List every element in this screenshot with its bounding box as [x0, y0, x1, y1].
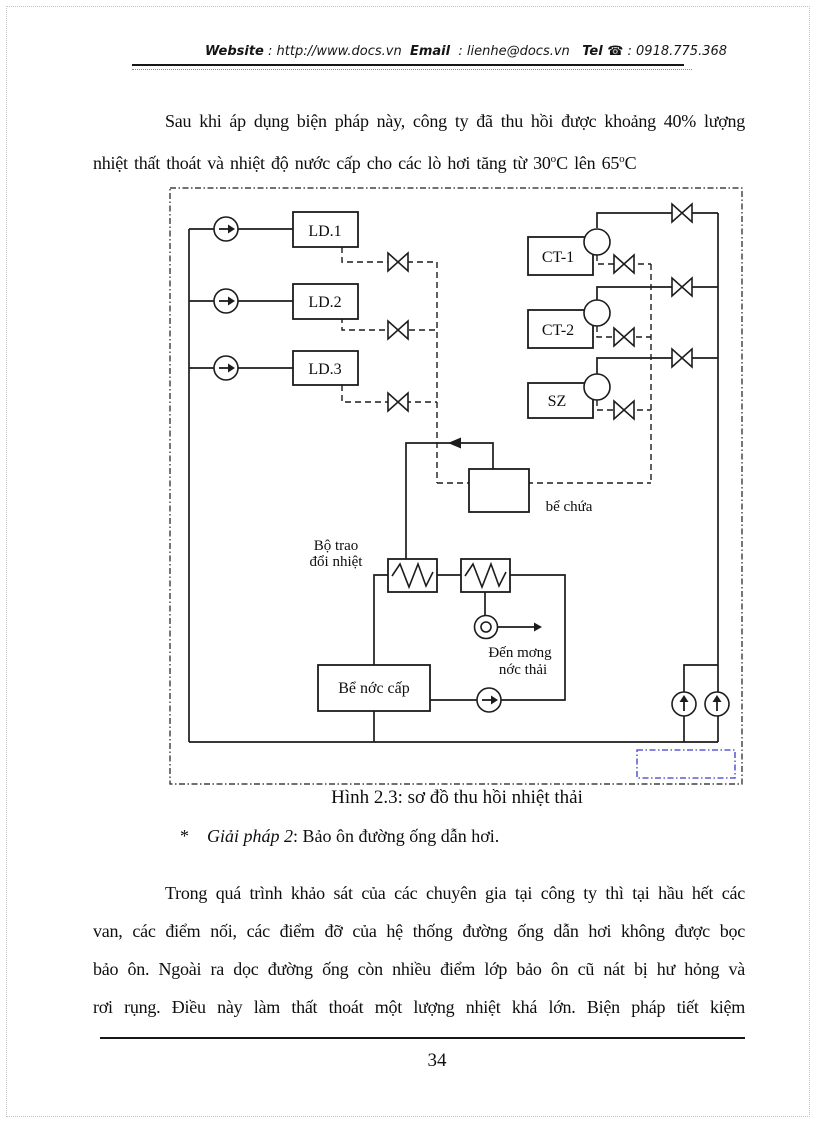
- footer-rule: [100, 1037, 745, 1039]
- equipment-boxes: [292, 211, 594, 712]
- pump-icon: [213, 288, 239, 314]
- ld1-label: LD.1: [308, 223, 341, 240]
- drain-arrow-right: [534, 622, 542, 632]
- text-segment: Email: [409, 44, 451, 59]
- text-segment: o: [619, 153, 625, 165]
- solid-pipes: [188, 212, 719, 743]
- header-rule-dotted: [132, 69, 692, 70]
- pump-icon: [704, 691, 730, 717]
- valve-icon: [613, 327, 635, 347]
- valve-icon: [613, 400, 635, 420]
- text-segment: : 0918.775.368: [623, 44, 728, 59]
- valve-icon: [613, 254, 635, 274]
- text-segment: *: [180, 826, 189, 846]
- text-segment: : Bảo ôn đường ống dẫn hơi.: [293, 826, 500, 846]
- drain-label-2: nớc thải: [499, 662, 547, 678]
- storage-tank-box: [468, 468, 530, 513]
- storage-tank-label: bể chứa: [546, 499, 593, 515]
- ld3-box: [292, 350, 359, 386]
- sz-box: [527, 382, 594, 419]
- text-segment: C: [624, 153, 637, 173]
- solution-2-heading: * Giải pháp 2: Bảo ôn đường ống dẫn hơi.: [180, 826, 499, 847]
- ct1-box: [527, 236, 594, 276]
- ct1-label: CT-1: [542, 249, 574, 266]
- ld1-box: [292, 211, 359, 248]
- heat-exchanger-label-2: đổi nhiệt: [310, 554, 364, 570]
- pump-icon: [671, 691, 697, 717]
- text-segment: Tel: [582, 44, 608, 59]
- feed-tank-box: [317, 664, 431, 712]
- highlight-box: [636, 749, 736, 779]
- valve-icon: [387, 252, 409, 272]
- paragraph-2: Trong quá trình khảo sát của các chuyên …: [93, 874, 745, 1026]
- phone-icon: ☎: [607, 44, 624, 59]
- feed-tank-label: Bể nớc cấp: [338, 680, 410, 697]
- text-segment: C lên 65: [556, 153, 620, 173]
- figure-caption: Hình 2.3: sơ đồ thu hồi nhiệt thải: [331, 787, 583, 808]
- paragraph-2-line-4: rơi rụng. Điều này làm thất thoát một lư…: [93, 997, 745, 1017]
- paragraph-2-line-1: Trong quá trình khảo sát của các chuyên …: [165, 883, 745, 903]
- paragraph-1: Sau khi áp dụng biện pháp này, công ty đ…: [93, 102, 745, 182]
- valve-icon: [671, 348, 693, 368]
- text-segment: o: [550, 153, 557, 165]
- text-segment: Giải pháp 2: [207, 826, 294, 846]
- drum-icon: [583, 299, 611, 327]
- text-segment: Website: [205, 44, 264, 59]
- valve-icon: [671, 277, 693, 297]
- flow-arrow-left: [448, 437, 461, 449]
- valve-icon: [387, 320, 409, 340]
- paragraph-1-line-2: nhiệt thất thoát và nhiệt độ nước cấp ch…: [93, 140, 745, 182]
- text-segment: nhiệt thất thoát và nhiệt độ nước cấp ch…: [93, 153, 551, 173]
- ct2-label: CT-2: [542, 322, 574, 339]
- ld2-label: LD.2: [308, 294, 341, 311]
- pump-icon: [213, 355, 239, 381]
- ct2-box: [527, 309, 594, 349]
- pump-icon: [476, 687, 502, 713]
- header-contact-line: Website : http://www.docs.vn Email : lie…: [205, 44, 765, 59]
- ld2-box: [292, 283, 359, 320]
- text-segment: : lienhe@docs.vn: [450, 44, 583, 59]
- heat-exchanger-icon: [387, 558, 438, 593]
- drum-icon: [583, 373, 611, 401]
- heat-exchanger-icon: [460, 558, 511, 593]
- ld3-label: LD.3: [308, 361, 341, 378]
- text-segment: : http://www.docs.vn: [263, 44, 410, 59]
- heat-exchanger-label-1: Bộ trao: [314, 538, 359, 554]
- drain-icon: [473, 614, 499, 640]
- header-rule: [132, 64, 684, 66]
- valve-icon: [387, 392, 409, 412]
- dashed-pipes: [341, 247, 652, 484]
- paragraph-1-line-1: Sau khi áp dụng biện pháp này, công ty đ…: [165, 111, 745, 131]
- sz-label: SZ: [548, 393, 567, 410]
- drum-icon: [583, 228, 611, 256]
- paragraph-2-line-3: bảo ôn. Ngoài ra dọc đường ống còn nhiều…: [93, 959, 745, 979]
- diagram-border: [169, 187, 743, 785]
- pump-icon: [213, 216, 239, 242]
- drain-label-1: Đến mơng: [488, 645, 552, 661]
- valve-icon: [671, 203, 693, 223]
- paragraph-2-line-2: van, các điểm nối, các điểm đỡ của hệ th…: [93, 921, 745, 941]
- page-number: 34: [427, 1050, 447, 1071]
